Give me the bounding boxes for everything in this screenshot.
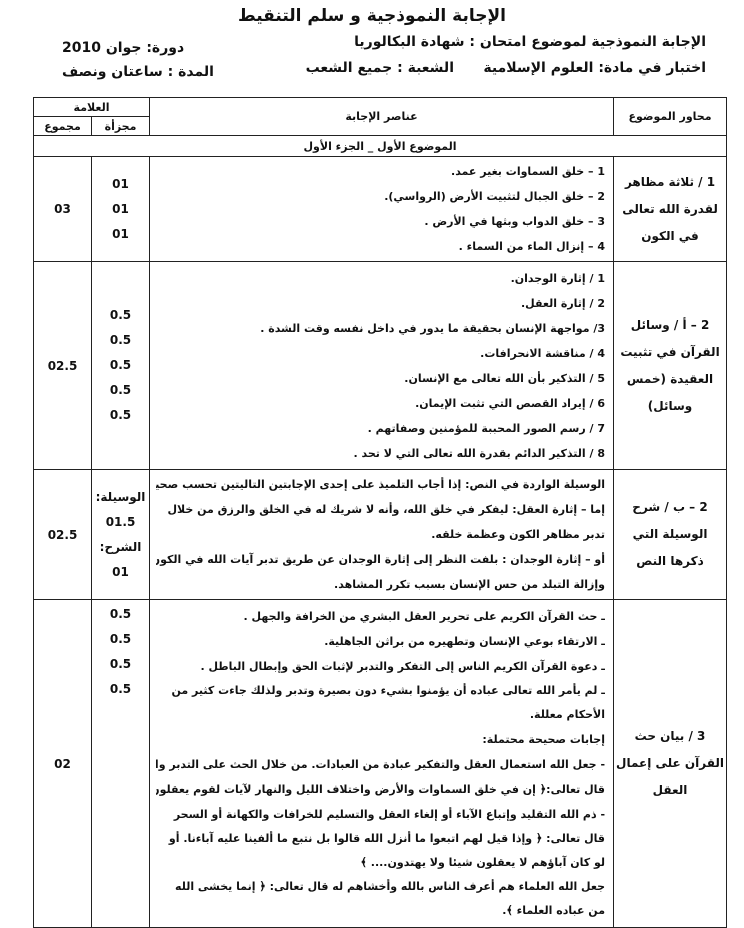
total-grade: 02.5 (32, 261, 93, 470)
total-grade: 02.5 (32, 469, 93, 600)
session-line: دورة: جوان 2010 (62, 40, 185, 56)
answer-line: جعل الله العلماء هم أعرف الناس بالله وأخ… (175, 880, 606, 917)
total-grade: 02 (32, 599, 93, 928)
answer-line: تدبر مظاهر الكون وعظمة خلقه. (431, 528, 606, 541)
grade-value: 0.5 (109, 632, 132, 646)
answer-line: وإزالة التبلد من حس الإنسان بسبب تكرر ال… (334, 578, 606, 591)
axis-cell: 2 – أ / وسائل القرآن في تثبيت العقيدة (خ… (613, 261, 728, 470)
partial-grades: 0.5 0.5 0.5 0.5 0.5 (91, 261, 151, 470)
grade-value: 0.5 (109, 333, 132, 347)
answer-line: ـ لم يأمر الله تعالى عباده أن يؤمنوا بشي… (171, 684, 606, 721)
grade-value: الوسيلة: (95, 489, 146, 504)
table-row: 1 / ثلاثة مظاهر لقدرة الله تعالى في الكو… (32, 156, 728, 262)
answer-line: 8 / التذكير الدائم بقدرة الله تعالى التي… (353, 446, 606, 460)
answer-line: 1 – خلق السماوات بغير عمد. (451, 165, 606, 178)
topic-row: الموضوع الأول _ الجزء الأول (32, 135, 728, 157)
answer-line: الوسيلة الواردة في النص: إذا أجاب التلمي… (156, 478, 606, 491)
exam-line: الإجابة النموذجية لموضوع امتحان : شهادة … (354, 34, 706, 50)
answer-line: 5 / التذكير بأن الله تعالى مع الإنسان. (404, 371, 606, 385)
axis-cell: 2 – ب / شرح الوسيلة التي ذكرها النص (613, 469, 728, 600)
answer-line: 4 – إنزال الماء من السماء . (458, 240, 606, 253)
partial-grades: 0.5 0.5 0.5 0.5 (91, 599, 151, 928)
table-row: 2 – أ / وسائل القرآن في تثبيت العقيدة (خ… (32, 261, 728, 470)
grade-value: 01 (112, 201, 129, 216)
header-grade: العلامة (32, 97, 151, 117)
grade-value: 01 (112, 564, 129, 579)
table-row: 2 – ب / شرح الوسيلة التي ذكرها النص الوس… (32, 469, 728, 600)
answer-line: أو – إثارة الوجدان : بلفت النظر إلى إثار… (156, 553, 606, 566)
branch-line: الشعبة : جميع الشعب (305, 60, 454, 76)
grade-value: 0.5 (109, 607, 132, 621)
answer-line: - ذم الله التقليد وإتباع الآباء أو إلغاء… (173, 808, 606, 821)
grade-value: 0.5 (109, 408, 132, 422)
answer-line: 3 – خلق الدواب وبثها في الأرض . (424, 215, 606, 228)
answer-line: إجابات صحيحة محتملة: (482, 733, 606, 746)
grade-value: 01.5 (105, 514, 136, 529)
partial-grades: 01 01 01 (91, 156, 151, 262)
axis-cell: 1 / ثلاثة مظاهر لقدرة الله تعالى في الكو… (613, 156, 728, 262)
grade-value: 0.5 (109, 657, 132, 671)
answer-line: 2 / إثارة العقل. (520, 296, 606, 310)
answer-line: 7 / رسم الصور المحببة للمؤمنين وصفاتهم . (367, 421, 606, 435)
table-row: 3 / بيان حث القرآن على إعمال العقل ـ حث … (32, 599, 728, 928)
header-total: مجموع (32, 116, 93, 136)
answers-cell: 1 / إثارة الوجدان. 2 / إثارة العقل. 3/ م… (149, 261, 615, 470)
answers-cell: الوسيلة الواردة في النص: إذا أجاب التلمي… (149, 469, 615, 600)
header-answers: عناصر الإجابة (149, 97, 615, 136)
answer-line: قال تعالى: ﴿ وإذا قيل لهم اتبعوا ما أنزل… (168, 832, 606, 869)
answers-cell: ـ حث القرآن الكريم على تحرير العقل البشر… (149, 599, 615, 928)
answer-line: ـ حث القرآن الكريم على تحرير العقل البشر… (243, 610, 606, 623)
grade-value: 01 (112, 226, 129, 241)
answer-line: ـ الارتقاء بوعي الإنسان وتطهيره من براثن… (324, 635, 606, 648)
answer-line: 4 / مناقشة الانحرافات. (480, 346, 606, 360)
axis-cell: 3 / بيان حث القرآن على إعمال العقل (613, 599, 728, 928)
answer-line: 3/ مواجهة الإنسان بحقيقة ما يدور في داخل… (260, 321, 606, 335)
grade-value: 0.5 (109, 383, 132, 397)
grade-value: 0.5 (109, 308, 132, 322)
grading-table: محاور الموضوع عناصر الإجابة العلامة مجزأ… (32, 97, 728, 928)
answers-cell: 1 – خلق السماوات بغير عمد. 2 – خلق الجبا… (149, 156, 615, 262)
partial-grades: الوسيلة: 01.5 الشرح: 01 (91, 469, 151, 600)
duration-line: المدة : ساعتان ونصف (62, 64, 214, 80)
answer-line: ـ دعوة القرآن الكريم الناس إلى التفكر وا… (200, 660, 606, 673)
answer-line: إما – إثارة العقل: ليفكر في خلق الله، وأ… (167, 503, 606, 516)
answer-line: 2 – خلق الجبال لتثبيت الأرض (الرواسي). (384, 190, 606, 203)
total-grade: 03 (32, 156, 93, 262)
grade-value: 01 (112, 176, 129, 191)
subject-line: اختبار في مادة: العلوم الإسلامية (483, 60, 706, 76)
page-title: الإجابة النموذجية و سلم التنقيط (238, 6, 506, 26)
answer-line: قال تعالى:﴿ إن في خلق السماوات والأرض وا… (156, 783, 606, 796)
grade-value: 0.5 (109, 682, 132, 696)
answer-line: 6 / إيراد القصص التي تثبت الإيمان. (415, 396, 606, 410)
header-axes: محاور الموضوع (613, 97, 728, 136)
answer-line: - جعل الله استعمال العقل والتفكير عبادة … (156, 758, 606, 771)
grade-value: الشرح: (99, 539, 142, 554)
header-partial: مجزأة (91, 116, 151, 136)
grade-value: 0.5 (109, 358, 132, 372)
answer-line: 1 / إثارة الوجدان. (510, 271, 606, 285)
